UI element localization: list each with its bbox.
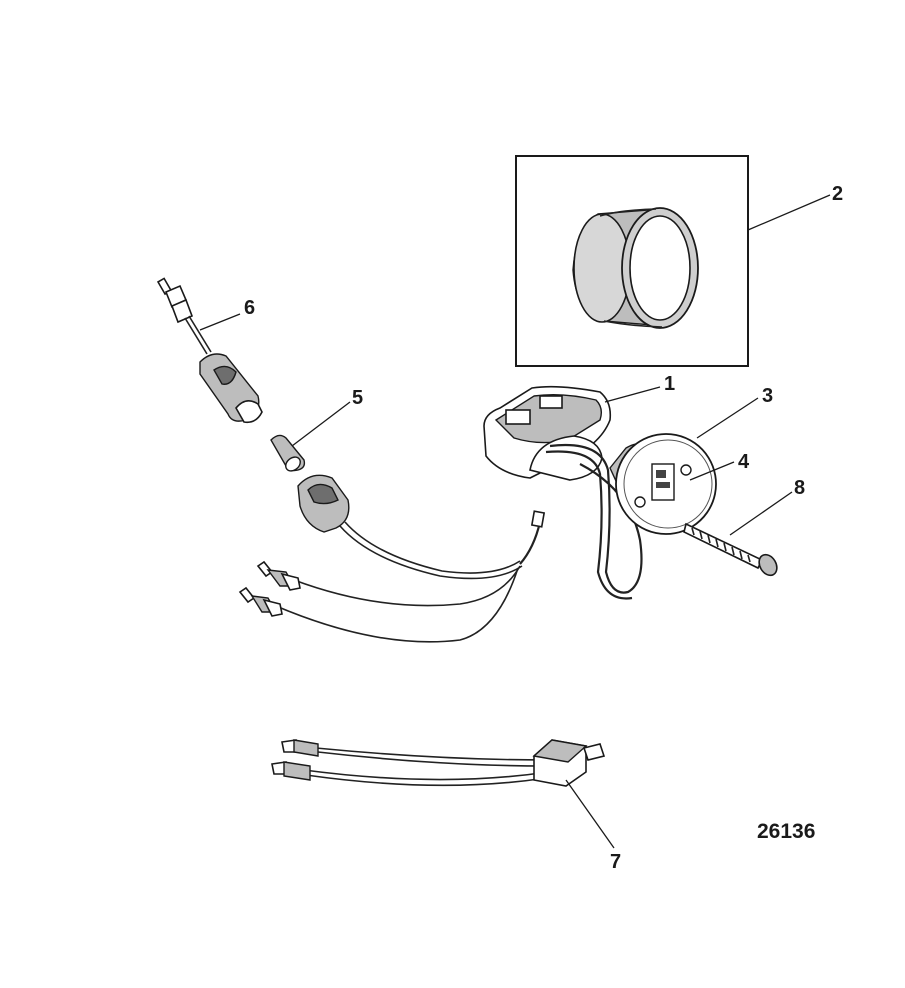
callout-6: 6 bbox=[244, 297, 255, 319]
callout-2: 2 bbox=[832, 183, 843, 205]
terminal-upper bbox=[281, 739, 319, 757]
decal-part-4 bbox=[651, 463, 675, 501]
fuse-holder-harness bbox=[238, 474, 546, 643]
callout-1: 1 bbox=[664, 373, 675, 395]
spade-terminal-upper bbox=[256, 560, 301, 591]
screw-part-8 bbox=[683, 522, 778, 577]
leader-lines bbox=[199, 194, 831, 849]
spade-terminal-lower bbox=[238, 586, 283, 617]
callout-3: 3 bbox=[762, 385, 773, 407]
callout-4: 4 bbox=[738, 451, 750, 473]
gauge-part-3 bbox=[609, 433, 717, 535]
terminal-lower bbox=[271, 761, 311, 781]
callout-8: 8 bbox=[794, 477, 805, 499]
inset-box-part-2 bbox=[515, 155, 749, 367]
figure-id: 26136 bbox=[757, 820, 815, 843]
fuse-part-5 bbox=[270, 434, 306, 472]
callout-7: 7 bbox=[610, 851, 621, 873]
sensor-housing-part-1 bbox=[483, 385, 643, 600]
plug-connector-part-6 bbox=[156, 277, 263, 424]
harness-part-7 bbox=[271, 739, 606, 787]
retaining-ring bbox=[572, 207, 699, 329]
callout-5: 5 bbox=[352, 387, 363, 409]
